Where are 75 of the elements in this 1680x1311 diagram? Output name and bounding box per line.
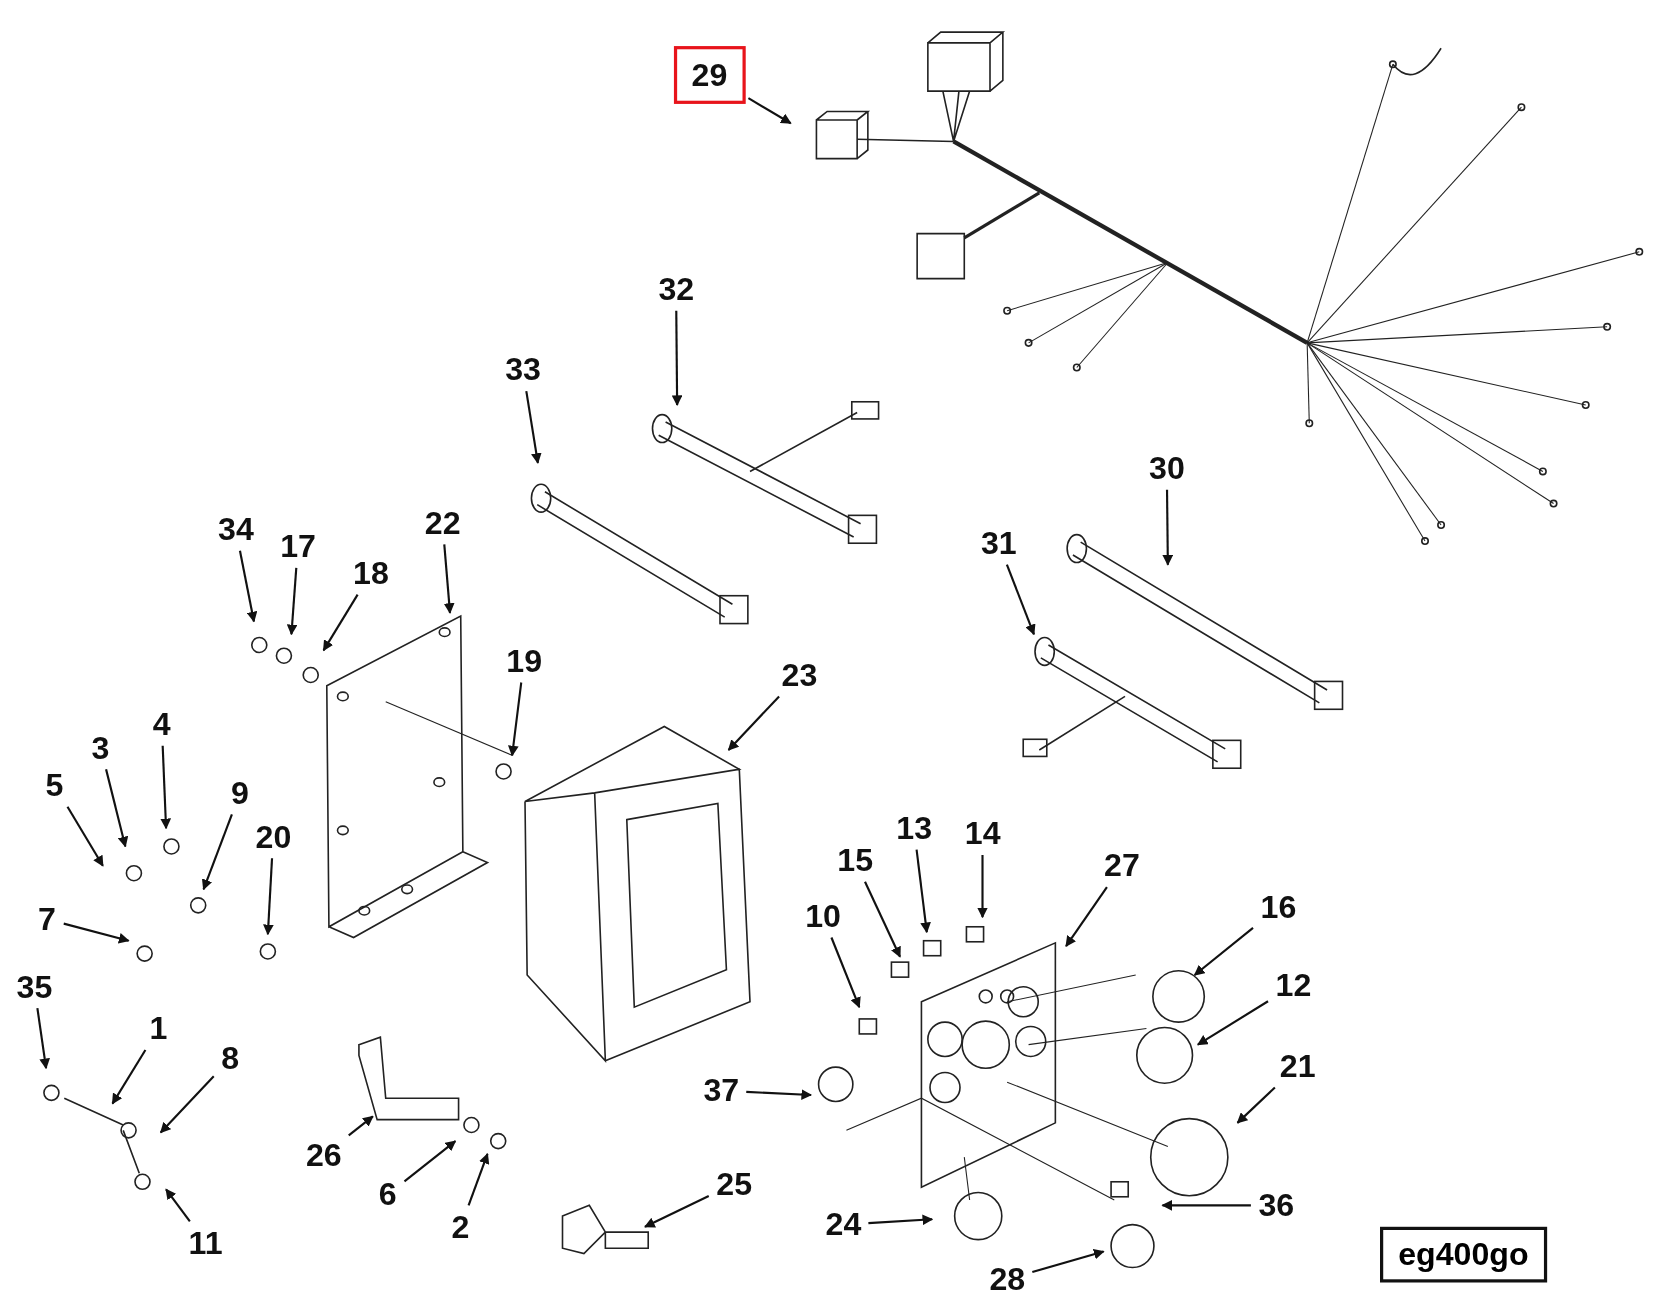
leader-arrow xyxy=(915,849,931,934)
callout-number: 2 xyxy=(447,1208,474,1245)
callout-number: 20 xyxy=(251,818,296,855)
leader-arrow xyxy=(263,858,274,936)
callout-number: 32 xyxy=(654,271,699,308)
callout-number: 17 xyxy=(275,528,321,565)
leader-arrow xyxy=(671,310,683,407)
callout-number: 36 xyxy=(1254,1187,1299,1224)
leader-arrow xyxy=(159,1075,215,1134)
callout-number: 23 xyxy=(777,656,822,694)
callout-number: 10 xyxy=(800,897,846,935)
callout-number: 18 xyxy=(348,555,394,592)
leader-arrow xyxy=(830,937,861,1009)
leader-arrow xyxy=(644,1195,710,1228)
callout-number: 4 xyxy=(148,706,175,743)
leader-arrow xyxy=(1005,564,1036,636)
callout-number: 5 xyxy=(41,767,68,804)
leader-arrow xyxy=(1161,1200,1251,1211)
leader-arrow xyxy=(1162,489,1174,566)
leader-arrow xyxy=(66,806,104,867)
callout-number: 24 xyxy=(821,1206,866,1243)
callout-number: 33 xyxy=(500,351,546,388)
callout-number: 25 xyxy=(711,1165,757,1203)
leader-arrow xyxy=(160,745,172,830)
callout-number: 15 xyxy=(833,842,878,879)
leader-arrow xyxy=(238,550,258,623)
leader-arrow xyxy=(868,1214,934,1226)
leader-arrow xyxy=(111,1049,147,1105)
callout-number: 30 xyxy=(1144,450,1190,487)
leader-arrow xyxy=(443,544,455,614)
callout-number: 37 xyxy=(699,1072,744,1109)
leader-arrow xyxy=(36,1008,50,1070)
callout-number: 7 xyxy=(33,901,61,938)
callout-number: 31 xyxy=(976,525,1021,562)
leader-arrow xyxy=(1065,886,1108,947)
leader-arrow xyxy=(727,695,780,751)
leader-arrow xyxy=(746,1089,813,1100)
leader-arrow xyxy=(1196,1000,1269,1046)
callout-number: 27 xyxy=(1099,847,1145,884)
callout-number: 13 xyxy=(891,810,937,847)
callout-number: 22 xyxy=(420,504,465,542)
leader-arrow xyxy=(1236,1086,1276,1124)
leader-arrow xyxy=(977,855,988,919)
leader-arrow xyxy=(864,881,901,958)
leader-arrow xyxy=(286,567,298,636)
callout-number: 19 xyxy=(501,642,547,680)
leader-arrow xyxy=(403,1140,457,1183)
leader-arrow xyxy=(525,390,542,464)
callout-number: 35 xyxy=(12,968,57,1005)
callout-number: 8 xyxy=(216,1040,244,1077)
drawing-code-label: eg400go xyxy=(1380,1226,1547,1283)
callout-number: 34 xyxy=(213,511,259,548)
callout-number: 9 xyxy=(226,774,254,812)
callout-number: 3 xyxy=(87,729,114,767)
callout-number: 16 xyxy=(1256,889,1301,926)
leader-arrow xyxy=(747,97,792,125)
leader-arrow xyxy=(165,1188,191,1223)
leader-arrow xyxy=(105,769,129,848)
callout-number: 11 xyxy=(184,1224,227,1262)
leader-arrow xyxy=(322,594,359,652)
callout-number: 26 xyxy=(301,1136,346,1174)
leader-arrow xyxy=(63,922,130,944)
leader-arrow xyxy=(1193,927,1254,976)
highlighted-callout-number: 29 xyxy=(673,46,746,104)
leader-arrow xyxy=(348,1115,374,1137)
callout-number: 12 xyxy=(1271,967,1316,1004)
leader-arrow xyxy=(1032,1248,1105,1274)
callout-number: 14 xyxy=(960,815,1005,852)
leader-arrow xyxy=(508,682,523,757)
leader-arrow xyxy=(201,813,233,891)
leader-arrow xyxy=(467,1152,490,1206)
callout-number: 6 xyxy=(374,1176,401,1213)
callout-number: 1 xyxy=(145,1010,172,1047)
callout-number: 28 xyxy=(985,1261,1030,1298)
callout-number: 21 xyxy=(1275,1047,1320,1085)
